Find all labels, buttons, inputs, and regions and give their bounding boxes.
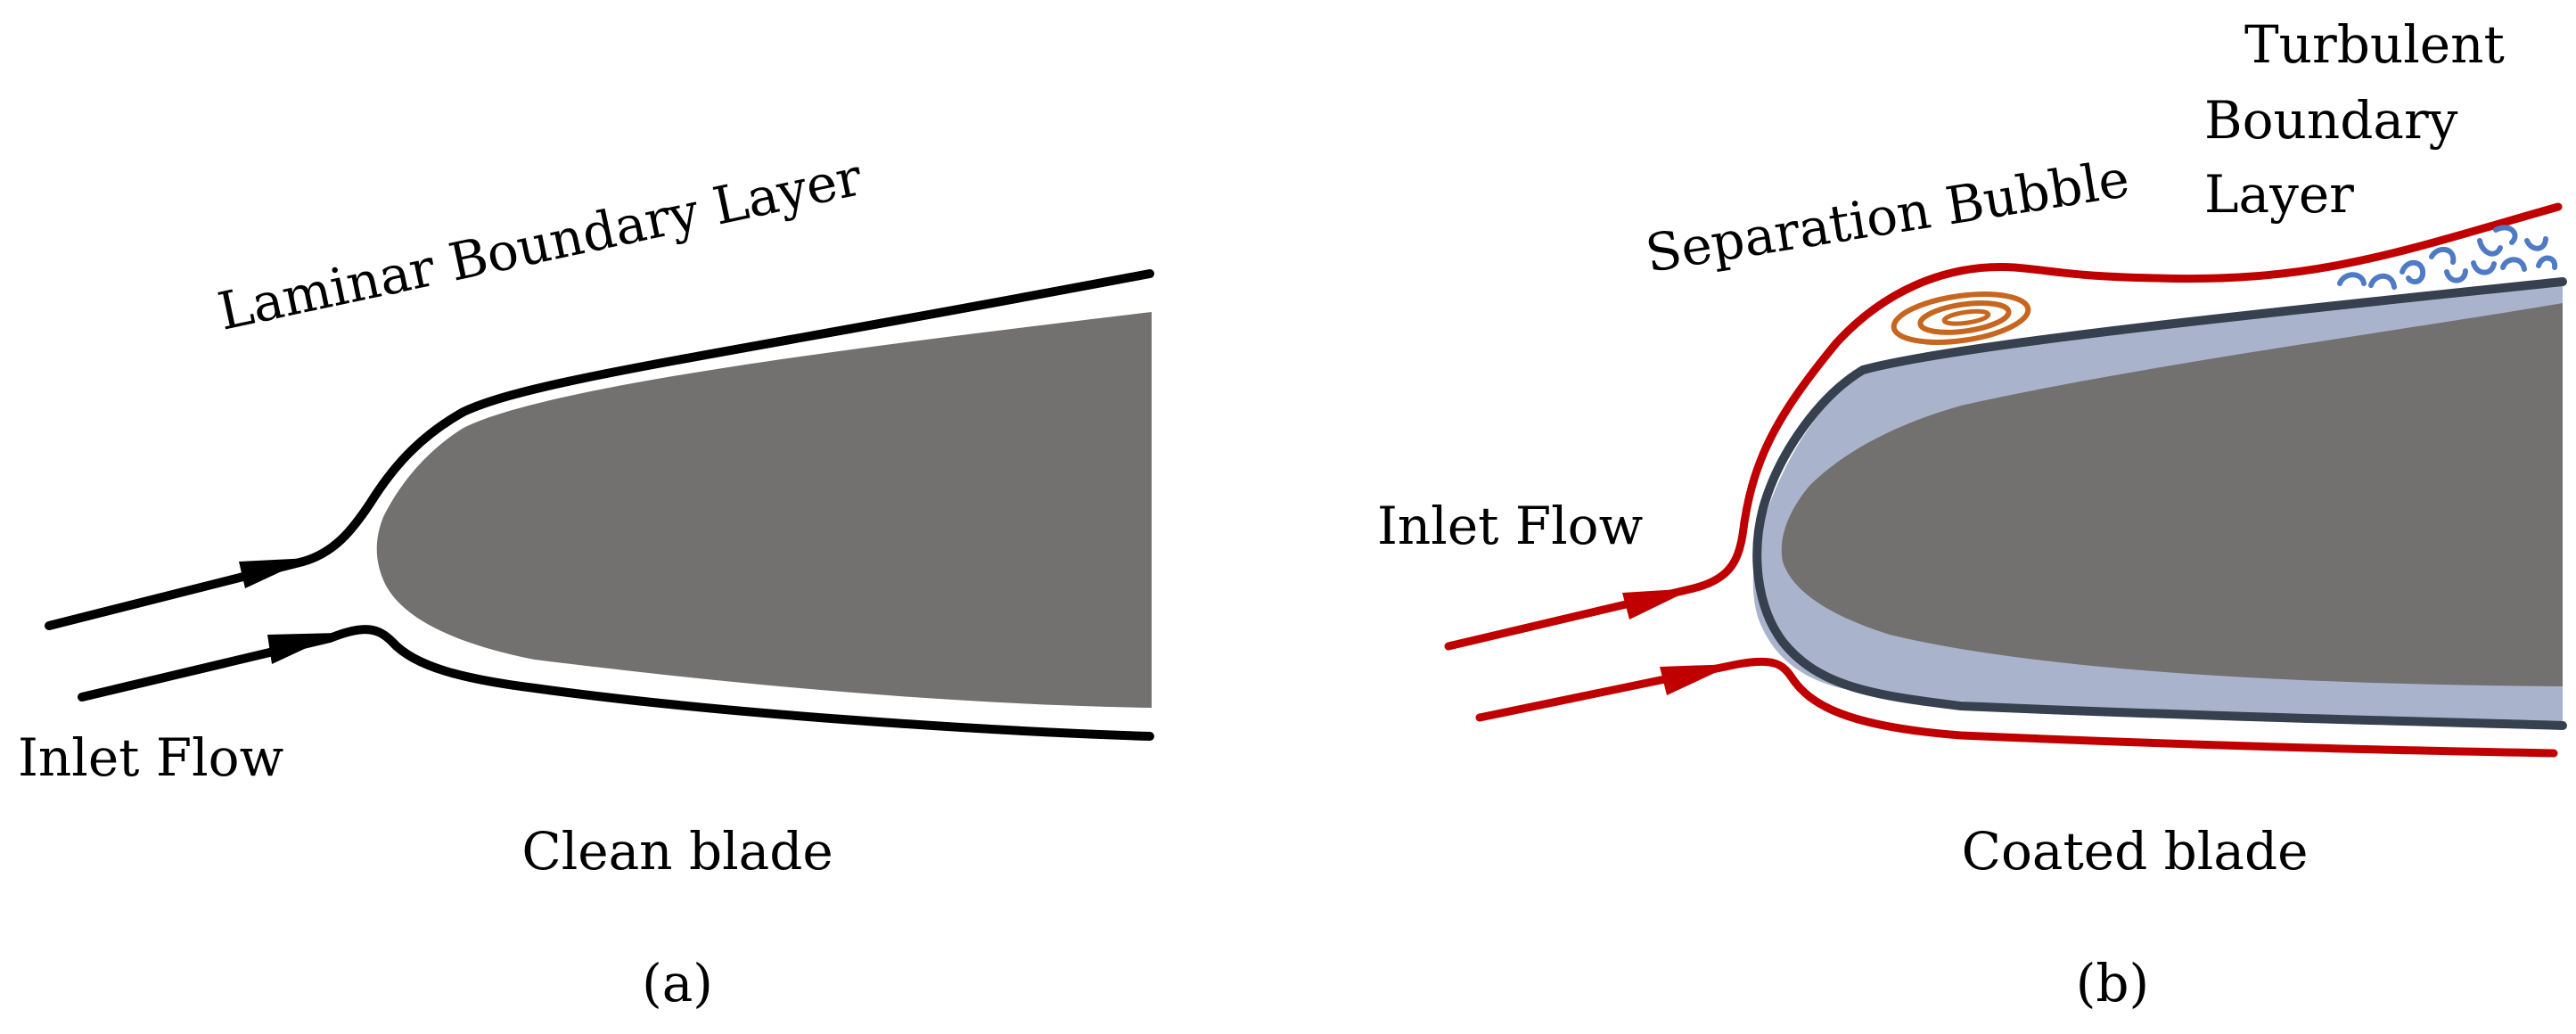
upper-red-streamline: [1444, 202, 2563, 651]
separation-bubble-middle: [1917, 300, 2012, 335]
eddy-4: [2429, 246, 2457, 265]
separation-bubble-outer: [1891, 291, 2031, 345]
eddy-11: [2536, 255, 2558, 270]
eddy-6: [2477, 238, 2503, 257]
eddy-3: [2400, 259, 2426, 285]
eddy-7: [2471, 260, 2497, 275]
turbulent-boundary-layer-label-line1: Turbulent: [2244, 14, 2505, 75]
turbulent-boundary-layer-label-line2: Boundary: [2204, 90, 2458, 151]
laminar-boundary-layer-label: Laminar Boundary Layer: [213, 146, 867, 341]
eddy-2: [2368, 273, 2397, 290]
eddy-5: [2444, 268, 2468, 283]
panel-a: Laminar Boundary Layer Inlet Flow Clean …: [18, 146, 1154, 1013]
upper-red-arrowhead: [1622, 588, 1694, 620]
inlet-flow-label-b: Inlet Flow: [1377, 496, 1643, 556]
eddy-1: [2337, 272, 2367, 286]
clean-blade-shape: [376, 312, 1153, 708]
lower-red-arrowhead: [1660, 664, 1734, 695]
lower-inlet-arrowhead: [267, 633, 339, 664]
clean-blade-caption: Clean blade: [521, 821, 833, 882]
panel-b: Separation Bubble Turbulent Boundary Lay…: [1377, 14, 2567, 1013]
panel-a-label: (a): [642, 953, 713, 1013]
inlet-flow-label-a: Inlet Flow: [18, 727, 283, 788]
coating-edge-line: [1752, 277, 2567, 730]
turbulent-eddies: [2337, 225, 2558, 290]
coated-blade-caption: Coated blade: [1962, 821, 2309, 882]
separation-bubble-label: Separation Bubble: [1642, 148, 2134, 284]
lower-red-streamline: [1475, 657, 2558, 758]
eddy-9: [2500, 257, 2527, 272]
eddy-10: [2524, 236, 2548, 251]
eddy-8: [2493, 225, 2518, 245]
turbulent-boundary-layer-label-line3: Layer: [2204, 164, 2354, 225]
separation-bubble-inner: [1941, 308, 1991, 326]
separation-bubble: [1891, 291, 2031, 345]
panel-b-label: (b): [2076, 953, 2149, 1013]
laminar-boundary-layer-lower-line: [78, 625, 1154, 741]
coated-blade-core: [1781, 303, 2563, 686]
upper-inlet-arrowhead: [239, 558, 310, 588]
laminar-boundary-layer-upper-line: [45, 269, 1154, 630]
